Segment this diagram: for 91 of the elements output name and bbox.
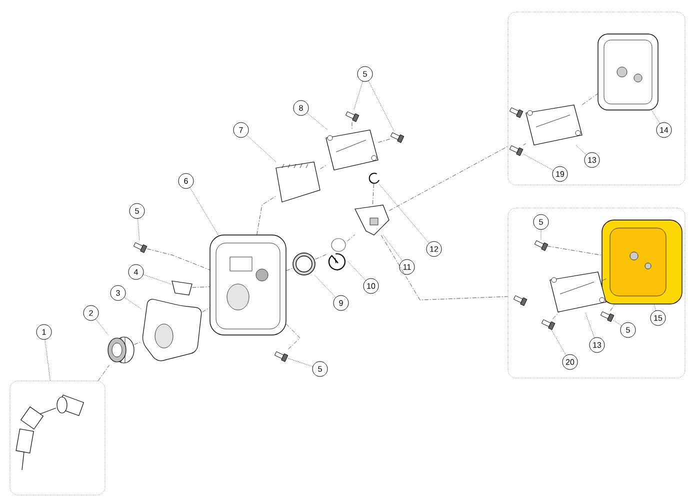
- cover-plate: [142, 298, 202, 362]
- leader-line: [124, 297, 142, 310]
- leader-line: [576, 144, 587, 155]
- leader-line: [550, 328, 566, 356]
- callout-number: 20: [562, 354, 578, 370]
- assembly-line: [256, 196, 276, 236]
- group-frame: [508, 208, 686, 378]
- assembly-line: [388, 146, 508, 211]
- callout-number: 15: [650, 310, 666, 326]
- screw: [345, 111, 360, 122]
- leader-line: [522, 154, 554, 171]
- callout-number: 19: [552, 166, 568, 182]
- callout-number: 12: [426, 241, 442, 257]
- screw: [390, 132, 404, 143]
- leader-line: [584, 312, 595, 338]
- callout-number: 2: [83, 305, 99, 321]
- screw: [534, 240, 548, 251]
- callout-number: 7: [233, 122, 249, 138]
- callout-number: 5: [312, 361, 328, 377]
- callout-number: 5: [533, 214, 549, 230]
- leader-line: [286, 358, 313, 367]
- leader-line: [96, 318, 108, 336]
- lock-bushing: [108, 336, 134, 364]
- leader-line: [379, 184, 430, 244]
- callout-number: 6: [178, 173, 194, 189]
- assembly-line: [582, 93, 598, 106]
- leader-line: [651, 110, 660, 124]
- leader-line: [346, 260, 366, 281]
- leader-line: [368, 80, 394, 132]
- leader-line: [143, 274, 172, 285]
- retaining-clip: [368, 172, 380, 184]
- leader-line: [137, 218, 140, 242]
- leader-line: [612, 320, 622, 326]
- bracket: [550, 272, 606, 312]
- assembly-line: [286, 268, 294, 271]
- assembly-line: [98, 364, 110, 381]
- lock-housing: [210, 234, 286, 336]
- tooth-plate: [276, 162, 320, 202]
- latch-plate: [354, 204, 390, 236]
- callout-number: 8: [293, 100, 309, 116]
- callout-number: 1: [36, 324, 52, 340]
- callout-number: 5: [620, 322, 636, 338]
- leader-line: [654, 304, 656, 311]
- leader-line: [190, 187, 218, 236]
- leader-line: [314, 274, 336, 298]
- assembly-line: [320, 165, 326, 170]
- assembly-line: [552, 312, 560, 320]
- assembly-line: [314, 254, 328, 260]
- leader-line: [540, 230, 542, 240]
- screw: [600, 311, 614, 322]
- leader-line: [306, 112, 328, 130]
- callout-number: 3: [110, 285, 126, 301]
- mounting-base: [602, 220, 682, 304]
- assembly-line: [286, 324, 300, 350]
- assembly-line: [372, 184, 374, 206]
- screw: [509, 145, 524, 156]
- spring: [328, 238, 346, 270]
- assembly-line: [546, 246, 602, 256]
- bracket: [526, 104, 582, 146]
- assembly-line: [522, 143, 526, 146]
- callout-number: 14: [656, 122, 672, 138]
- leader-line: [246, 134, 276, 162]
- group-frame: [10, 380, 106, 496]
- screw: [541, 319, 556, 330]
- screw: [133, 242, 148, 253]
- mounting-base: [598, 34, 658, 110]
- callout-number: 13: [589, 337, 605, 353]
- group-frame: [508, 12, 686, 186]
- ring: [292, 252, 316, 276]
- callout-number: 5: [357, 66, 373, 82]
- leader-line: [383, 234, 403, 262]
- screw: [274, 351, 288, 362]
- assembly-line: [192, 286, 210, 288]
- callout-number: 4: [128, 264, 144, 280]
- leader-line: [44, 339, 50, 381]
- assembly-line: [202, 307, 210, 312]
- assembly-line: [134, 341, 142, 345]
- leader-line: [354, 81, 363, 110]
- callout-number: 9: [333, 295, 349, 311]
- assembly-line: [602, 278, 606, 282]
- assembly-line: [610, 304, 615, 312]
- assembly-line: [380, 234, 508, 300]
- callout-number: 13: [584, 152, 600, 168]
- assembly-line: [378, 138, 390, 143]
- bracket: [326, 130, 378, 170]
- insert-piece: [172, 280, 192, 296]
- callout-number: 10: [363, 278, 379, 294]
- callout-number: 11: [399, 259, 415, 275]
- assembly-line: [146, 248, 210, 270]
- assembly-line: [346, 234, 356, 242]
- callout-number: 5: [129, 203, 145, 219]
